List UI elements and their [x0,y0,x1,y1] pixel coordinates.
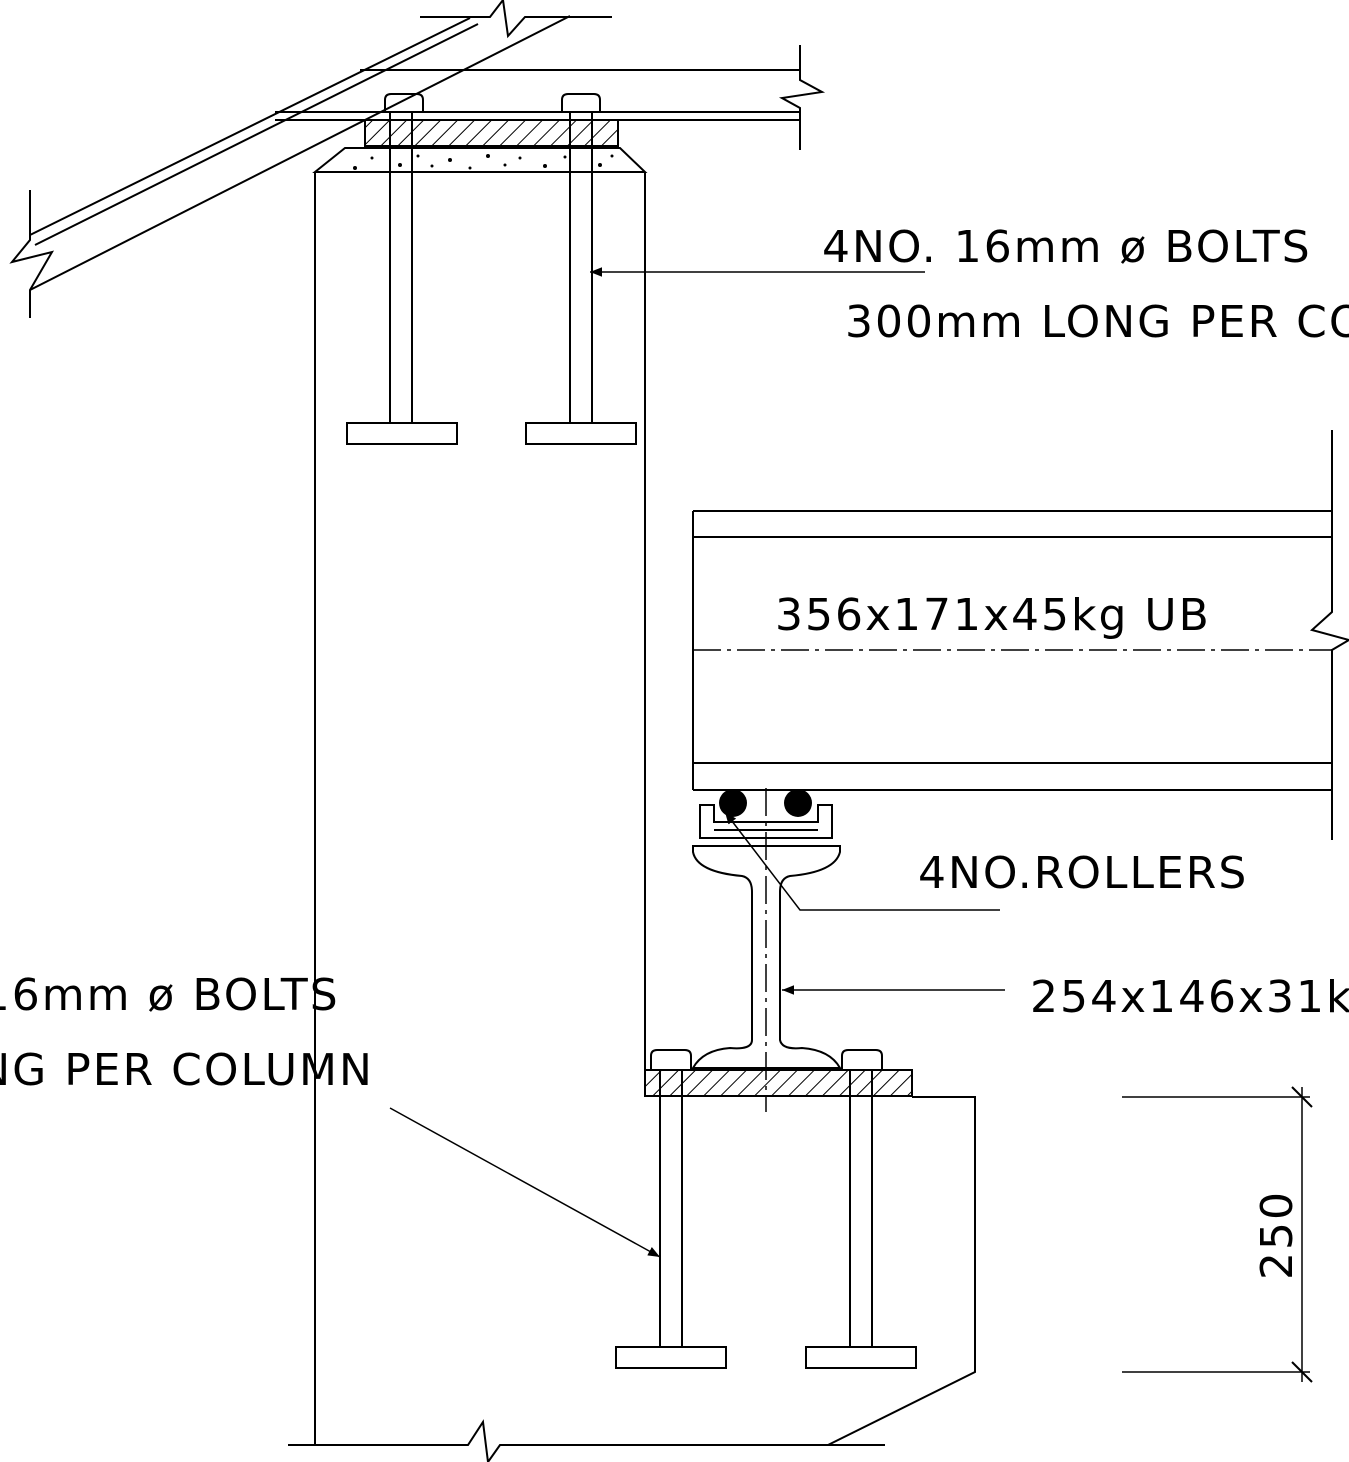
top-bolts-label-line2: 300mm LONG PER COLUMN [845,297,1349,348]
top-anchor-bolt-left [346,93,458,445]
bottom-anchor-bolt-left [615,1049,727,1369]
main-beam [692,430,1349,840]
rollers-label: 4NO.ROLLERS [918,848,1248,899]
roller-carriage [699,789,833,839]
grout-speckle [353,154,614,170]
pier-block [827,1096,976,1446]
roller-right [784,789,812,817]
beam-label: 356x171x45kg UB [775,590,1211,641]
rail-label: 254x146x31kg UB [1030,972,1349,1023]
rollers-leader [724,811,1000,911]
rail-section [691,788,842,1112]
top-bolts-label-line1: 4NO. 16mm ø BOLTS [822,222,1312,273]
roof-rafter [9,0,612,318]
top-bearing-plate [312,119,648,173]
roller-left [719,789,747,817]
bottom-bolts-leader [389,1107,661,1258]
bottom-anchor-bolt-right [805,1049,917,1369]
dimension-250 [1122,1086,1313,1383]
bottom-bearing-plate [644,1069,913,1097]
dimension-label: 250 [1252,1190,1303,1280]
column [288,172,885,1462]
bottom-bolts-label-line1: 4NO. 16mm ø BOLTS [0,970,340,1021]
bottom-bolts-label-line2: 300mm LONG PER COLUMN [0,1045,374,1096]
